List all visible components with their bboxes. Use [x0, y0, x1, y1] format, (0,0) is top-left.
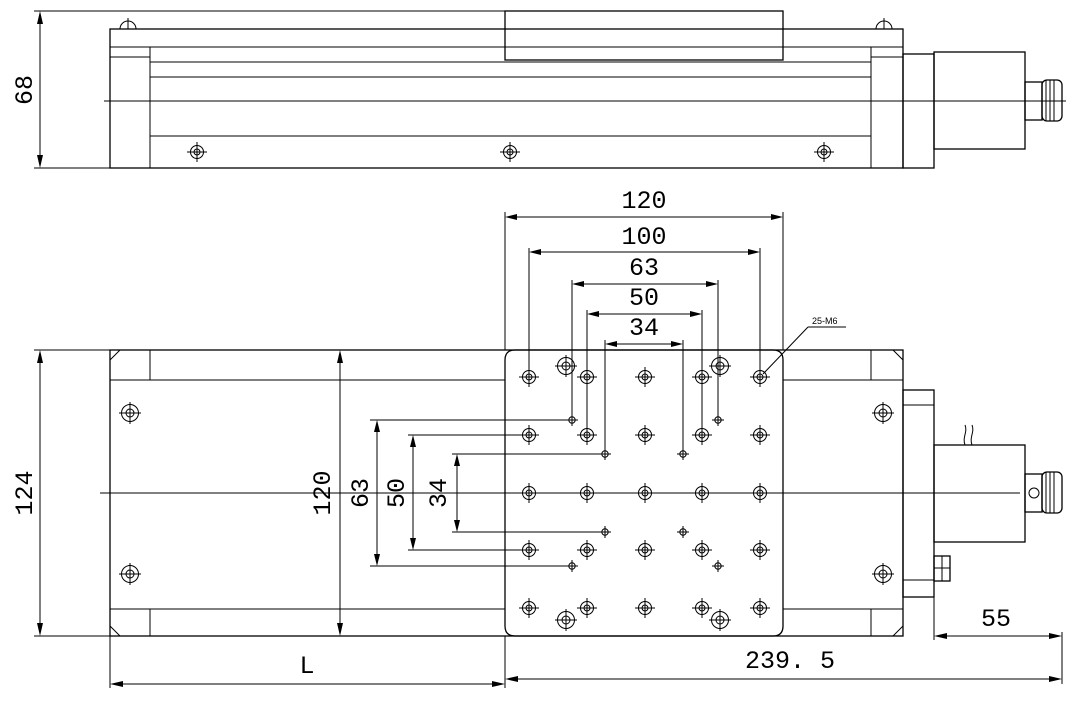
base-mount-hole	[871, 562, 895, 586]
dim-length-55: 55	[933, 597, 1062, 640]
dim-label-L: L	[299, 652, 314, 681]
dim-label-55: 55	[981, 605, 1011, 634]
side-mount-hole	[499, 141, 521, 163]
base-mount-hole	[871, 401, 895, 425]
hole-callout: 25-M6	[762, 316, 846, 375]
dim-vert-label-120: 120	[309, 470, 338, 515]
side-mount-hole	[813, 141, 835, 163]
side-view: 68	[11, 10, 1066, 169]
side-body	[109, 28, 904, 169]
dim-width-100: 100	[528, 223, 761, 370]
dim-vert-63: 63	[347, 419, 572, 567]
base-mount-hole	[118, 562, 142, 586]
dim-length-239-5: 239. 5	[505, 632, 1063, 684]
dim-label-34: 34	[629, 314, 659, 343]
dim-vert-50: 50	[383, 434, 519, 551]
dim-label-239-5: 239. 5	[745, 647, 835, 676]
dim-vert-34: 34	[425, 453, 605, 533]
dim-length-L: L	[109, 636, 506, 688]
dim-label-63: 63	[629, 254, 659, 283]
side-motor-flange	[902, 53, 935, 169]
dim-label-68: 68	[11, 75, 40, 105]
dim-width-63: 63	[571, 254, 719, 416]
small-hole	[711, 559, 725, 573]
dim-label-120: 120	[621, 187, 666, 216]
counterbore-hole	[554, 608, 578, 632]
top-view: 124	[11, 187, 1063, 688]
dim-vert-label-34: 34	[425, 478, 454, 508]
dim-width-34: 34	[604, 314, 684, 450]
dim-vert-label-50: 50	[383, 478, 412, 508]
base-mount-hole	[118, 401, 142, 425]
side-carriage	[504, 10, 784, 61]
small-hole	[676, 525, 690, 539]
dim-label-124: 124	[11, 470, 40, 515]
dim-label-100: 100	[621, 223, 666, 252]
side-end-screw-right	[875, 18, 893, 30]
counterbore-hole	[554, 354, 578, 378]
dim-width-50: 50	[586, 284, 703, 430]
side-end-screw-left	[119, 18, 137, 30]
dim-height-68: 68	[11, 10, 505, 169]
counterbore-hole	[708, 354, 732, 378]
side-mount-hole	[186, 141, 208, 163]
dim-label-50: 50	[629, 284, 659, 313]
dim-vert-120: 120	[309, 350, 343, 636]
dim-width-120: 120	[504, 187, 784, 350]
callout-label: 25-M6	[812, 316, 838, 326]
dim-vert-label-63: 63	[347, 478, 376, 508]
top-motor	[902, 389, 1063, 598]
counterbore-hole	[708, 608, 732, 632]
